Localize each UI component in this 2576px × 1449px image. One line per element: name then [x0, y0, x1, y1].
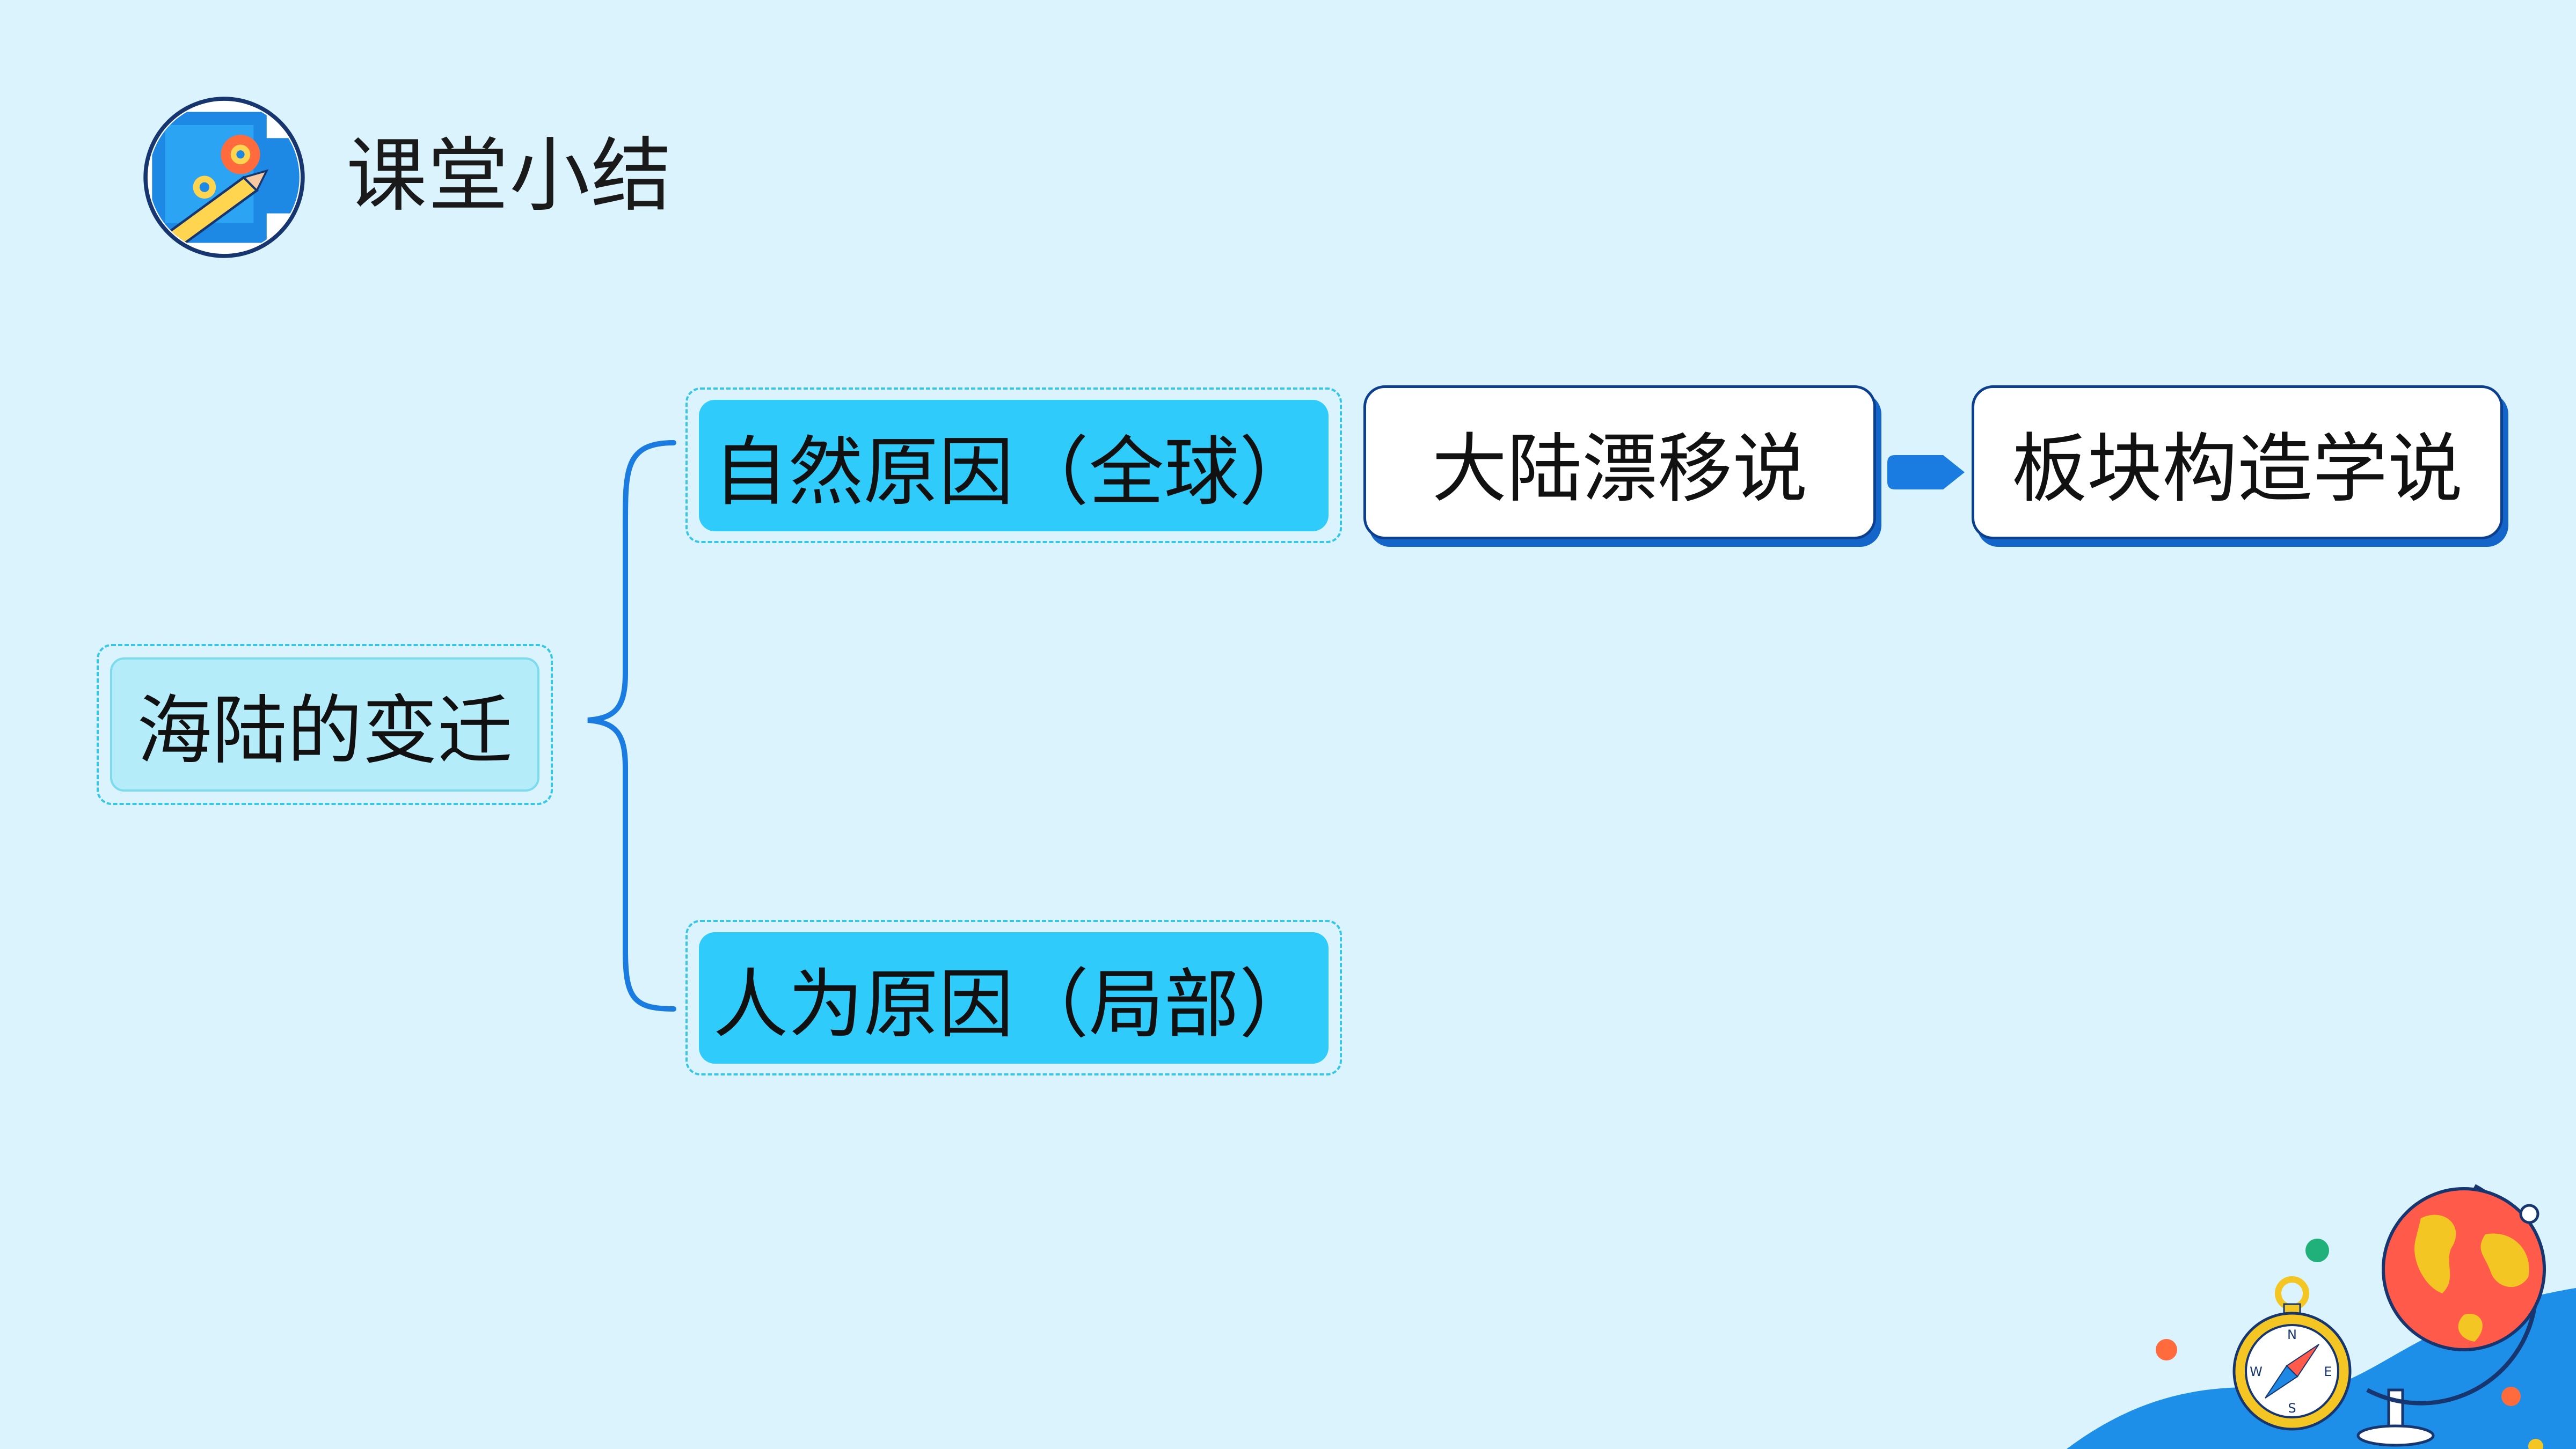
compass-letter-s: S [2288, 1401, 2296, 1416]
compass-letter-e: E [2324, 1364, 2332, 1379]
dot-orange [2156, 1339, 2177, 1360]
compass-letter-w: W [2250, 1364, 2263, 1379]
dot-orange-2 [2501, 1387, 2521, 1406]
root-node-frame [97, 644, 553, 805]
page-title: 课堂小结 [346, 129, 673, 223]
blueprint-gear-icon [143, 97, 305, 258]
globe-icon [2356, 1184, 2546, 1447]
compass-icon: N E S W [2232, 1276, 2352, 1431]
compass-letter-n: N [2287, 1327, 2297, 1342]
branch-human-frame [685, 920, 1342, 1075]
child-node-continental-drift: 大陆漂移说 [1363, 385, 1876, 539]
dot-yellow [2528, 1439, 2543, 1449]
branch-node-human: 人为原因（局部） [699, 932, 1329, 1064]
branch-natural-frame [685, 387, 1342, 543]
child-node-plate-tectonics: 板块构造学说 [1972, 385, 2503, 539]
dot-green [2305, 1239, 2329, 1262]
brace-connector [587, 440, 676, 1012]
decoration-globe-compass: N E S W [2067, 1184, 2576, 1449]
arrow-connector [1887, 455, 1965, 489]
branch-node-natural: 自然原因（全球） [699, 400, 1329, 531]
root-node: 海陆的变迁 [110, 657, 539, 792]
